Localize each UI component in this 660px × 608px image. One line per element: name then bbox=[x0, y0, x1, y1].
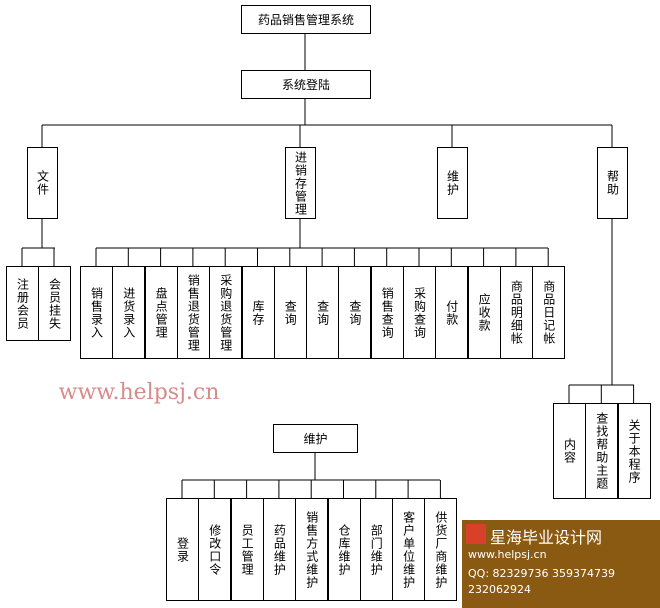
maintenance-child-node: 供货厂商维护 bbox=[424, 498, 458, 601]
maintenance-child-node: 修改口令 bbox=[198, 498, 232, 601]
module-node-0: 文件 bbox=[27, 147, 58, 219]
maintenance-child-node: 员工管理 bbox=[230, 498, 264, 601]
banner-url: www.helpsj.cn bbox=[468, 548, 547, 561]
banner-qq: QQ: 82329736 359374739 232062924 bbox=[468, 567, 615, 596]
module-node-1: 进销存管理 bbox=[285, 147, 316, 219]
jxc-child-node: 采购查询 bbox=[403, 266, 436, 359]
jxc-child-node: 进货录入 bbox=[112, 266, 146, 359]
watermark: www.helpsj.cn bbox=[20, 376, 258, 408]
maintenance-title-node: 维护 bbox=[273, 424, 358, 453]
module-node-2: 维护 bbox=[437, 147, 468, 219]
root-node: 药品销售管理系统 bbox=[241, 5, 371, 34]
maintenance-child-node: 销售方式维护 bbox=[295, 498, 329, 601]
maintenance-child-node: 客户单位维护 bbox=[392, 498, 426, 601]
jxc-child-node: 盘点管理 bbox=[144, 266, 178, 359]
jxc-child-node: 应收款 bbox=[467, 266, 501, 359]
jxc-child-node: 销售录入 bbox=[80, 266, 113, 359]
jxc-child-node: 库存 bbox=[241, 266, 275, 359]
file-child-node: 注册会员 bbox=[6, 266, 39, 341]
maintenance-child-node: 部门维护 bbox=[359, 498, 393, 601]
jxc-child-node: 查询 bbox=[306, 266, 340, 359]
jxc-child-node: 付款 bbox=[435, 266, 469, 359]
jxc-child-node: 商品日记帐 bbox=[532, 266, 566, 359]
jxc-child-node: 销售查询 bbox=[370, 266, 404, 359]
site-banner: 星海毕业设计网 www.helpsj.cn QQ: 82329736 35937… bbox=[462, 520, 660, 608]
jxc-child-node: 查询 bbox=[338, 266, 372, 359]
banner-name: 星海毕业设计网 bbox=[490, 528, 603, 547]
jxc-child-node: 查询 bbox=[273, 266, 307, 359]
logo-tag bbox=[466, 524, 486, 544]
jxc-child-node: 销售退货管理 bbox=[176, 266, 210, 359]
maintenance-child-node: 登录 bbox=[166, 498, 199, 601]
help-child-node: 内容 bbox=[553, 403, 586, 499]
module-node-3: 帮助 bbox=[597, 147, 628, 219]
maintenance-child-node: 药品维护 bbox=[262, 498, 296, 601]
jxc-child-node: 采购退货管理 bbox=[209, 266, 243, 359]
help-child-node: 查找帮助主题 bbox=[585, 403, 619, 499]
jxc-child-node: 商品明细帐 bbox=[499, 266, 533, 359]
login-node: 系统登陆 bbox=[241, 70, 371, 99]
help-child-node: 关于本程序 bbox=[617, 403, 651, 499]
file-child-node: 会员挂失 bbox=[38, 266, 71, 341]
maintenance-child-node: 仓库维护 bbox=[327, 498, 361, 601]
